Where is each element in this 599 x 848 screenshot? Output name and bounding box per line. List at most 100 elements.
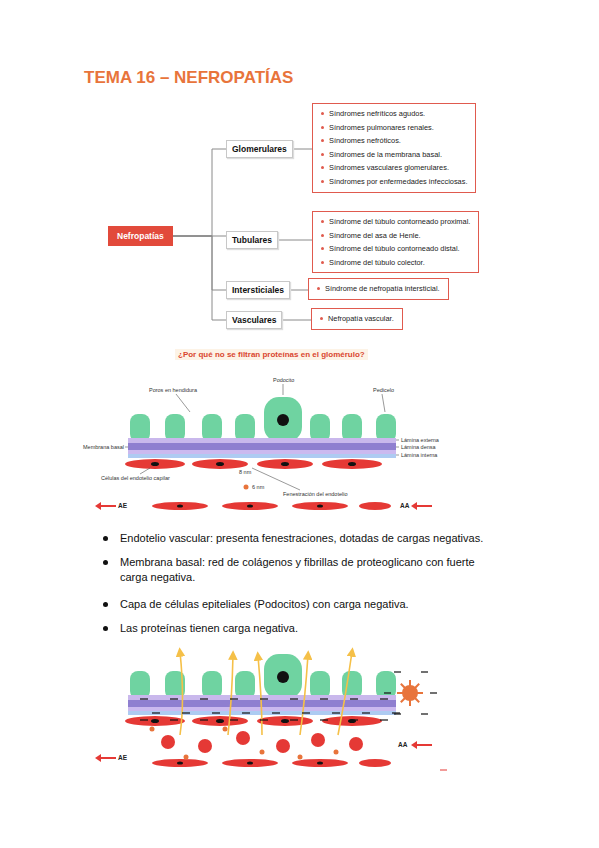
- circle-shape: [236, 731, 250, 745]
- circle-shape: [402, 685, 418, 701]
- part-label: Células del endotelio capilar: [100, 475, 171, 481]
- line-shape: [430, 692, 437, 693]
- dimension-label: 6 nm: [251, 484, 265, 490]
- list-item: Síndromes pulmonares renales.: [320, 121, 467, 135]
- list-item: Síndrome de nefropatía intersticial.: [316, 282, 440, 296]
- bullet-dot: [103, 602, 108, 607]
- protein-dot: [244, 485, 249, 490]
- line-shape: [230, 698, 238, 699]
- circle-shape: [260, 750, 265, 755]
- category-box: Glomerulares: [226, 140, 293, 158]
- vessel-label: AE: [118, 754, 127, 761]
- vessel-label: AE: [118, 502, 127, 509]
- vessel-label: AA: [398, 741, 407, 748]
- part-label: Pedicelo: [372, 387, 395, 393]
- root-box: Nefropatías: [108, 226, 173, 246]
- bullet-text: Membrana basal: red de colágenos y fibri…: [120, 555, 505, 585]
- vessel-label: AA: [400, 502, 409, 509]
- line-shape: [252, 468, 300, 490]
- line-shape: [382, 394, 385, 412]
- line-shape: [170, 719, 178, 720]
- bullet-dot: [103, 626, 108, 631]
- connector-line: [173, 236, 226, 320]
- bullet-dot: [103, 536, 108, 541]
- line-shape: [170, 698, 178, 699]
- bullet-dot: [321, 180, 324, 183]
- list-box: Síndromes nefríticos agudos. Síndromes pu…: [312, 103, 476, 193]
- list-item: Nefropatía vascular.: [319, 312, 394, 326]
- path-shape: [300, 655, 308, 735]
- protein-big: [384, 672, 437, 714]
- line-shape: [302, 712, 310, 713]
- glomerulus-figure: [125, 397, 396, 510]
- circle-shape: [276, 739, 290, 753]
- part-label: Fenestración del endotelio: [282, 491, 349, 497]
- flow-arrows: [95, 502, 432, 510]
- line-shape: [140, 468, 150, 474]
- item-text: Síndromes por enfermedades infecciosas.: [329, 177, 467, 186]
- box-text: Glomerulares: [232, 144, 287, 154]
- part-label: Lámina externa: [400, 437, 440, 443]
- item-text: Síndrome del túbulo colector.: [329, 258, 425, 267]
- list-item: Síndrome del túbulo colector.: [320, 256, 470, 270]
- line-shape: [290, 719, 298, 720]
- line-shape: [396, 440, 399, 441]
- bullet-dot: [103, 560, 108, 565]
- dimension-label: 8 nm: [238, 469, 252, 475]
- line-shape: [392, 712, 400, 713]
- line-shape: [182, 712, 190, 713]
- glomerulus-figure: [125, 654, 396, 767]
- line-shape: [384, 692, 391, 693]
- item-text: Nefropatía vascular.: [328, 314, 394, 323]
- connector-line: [293, 149, 312, 150]
- line-shape: [362, 712, 370, 713]
- line-shape: [320, 698, 328, 699]
- bullet-dot: [321, 153, 324, 156]
- line-shape: [200, 698, 208, 699]
- connector-line: [290, 290, 308, 291]
- polygon-shape: [95, 502, 101, 510]
- list-item: Síndrome del túbulo contorneado proximal…: [320, 215, 470, 229]
- bullet-dot: [321, 126, 324, 129]
- path-shape: [180, 652, 183, 735]
- item-text: Síndrome de nefropatía intersticial.: [325, 284, 440, 293]
- item-text: Síndrome del túbulo contorneado proximal…: [329, 217, 470, 226]
- circle-shape: [311, 733, 325, 747]
- line-shape: [350, 719, 358, 720]
- line-shape: [416, 744, 432, 746]
- circle-shape: [334, 750, 339, 755]
- section-heading: ¿Por qué no se filtran proteínas en el g…: [175, 349, 368, 360]
- flow-arrows: [95, 741, 432, 762]
- bullet-dot: [321, 112, 324, 115]
- circle-shape: [184, 755, 189, 760]
- line-shape: [100, 505, 116, 507]
- list-item: Síndromes de la membrana basal.: [320, 148, 467, 162]
- part-label: Poros en hendidura: [148, 387, 198, 393]
- bullet-dot: [320, 317, 323, 320]
- line-shape: [320, 719, 328, 720]
- bullet-dot: [321, 247, 324, 250]
- list-box: Síndrome de nefropatía intersticial.: [308, 278, 449, 300]
- bullet-dot: [321, 220, 324, 223]
- category-box: Tubulares: [226, 231, 278, 249]
- connector-line: [278, 240, 312, 241]
- line-shape: [394, 671, 401, 672]
- polygon-shape: [95, 754, 101, 762]
- line-shape: [283, 384, 284, 395]
- item-text: Síndromes vasculares glomerulares.: [329, 163, 449, 172]
- circle-shape: [223, 727, 228, 732]
- line-shape: [350, 698, 358, 699]
- protein-stars: [150, 727, 339, 760]
- bullet-dot: [321, 261, 324, 264]
- line-shape: [272, 712, 280, 713]
- line-shape: [290, 698, 298, 699]
- category-box: Vasculares: [226, 311, 282, 329]
- category-box: Intersticiales: [226, 281, 290, 299]
- item-text: Síndromes nefríticos agudos.: [329, 109, 425, 118]
- line-shape: [260, 719, 268, 720]
- line-shape: [396, 447, 399, 448]
- list-item: Síndromes por enfermedades infecciosas.: [320, 175, 467, 189]
- list-item: Síndrome del asa de Henle.: [320, 229, 470, 243]
- g-shape: [397, 680, 423, 706]
